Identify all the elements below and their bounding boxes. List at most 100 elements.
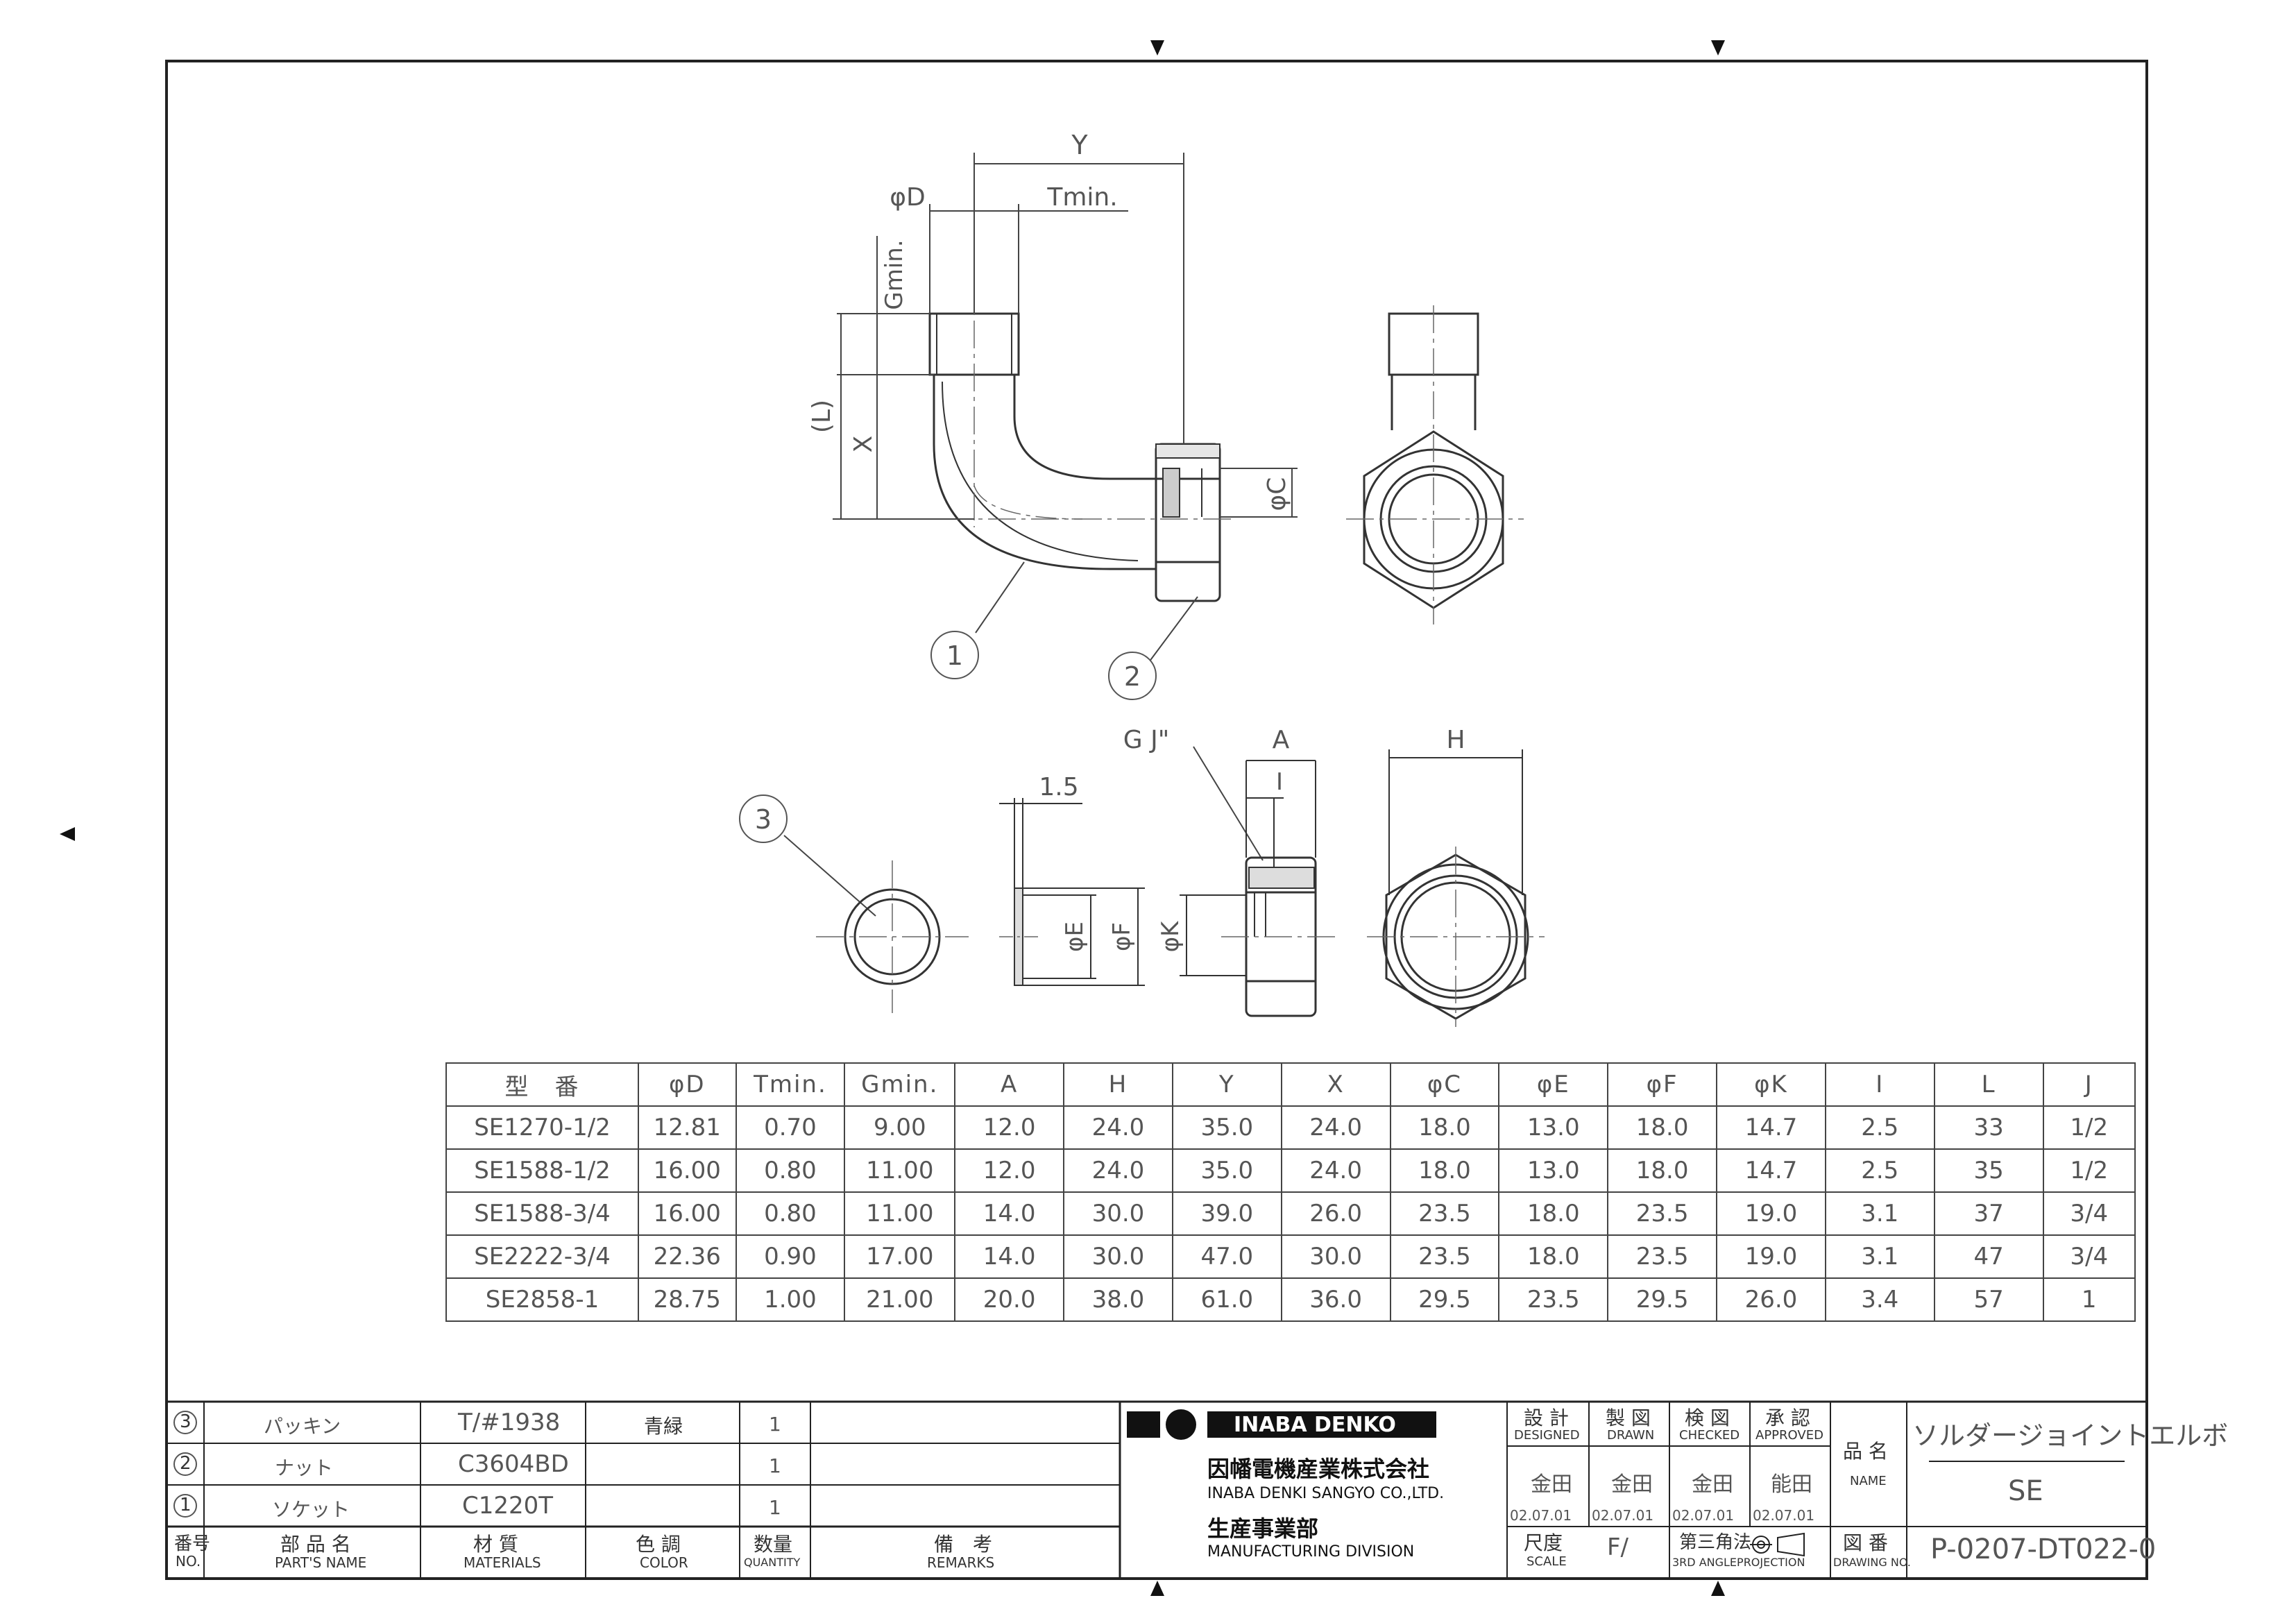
logo-mark bbox=[1166, 1409, 1196, 1440]
table-cell: 24.0 bbox=[1280, 1148, 1391, 1193]
hdr-mat-en: MATERIALS bbox=[464, 1554, 541, 1571]
table-cell: 38.0 bbox=[1063, 1277, 1173, 1322]
col-header: φK bbox=[1716, 1062, 1826, 1107]
model-number-cell: SE1588-3/4 bbox=[445, 1191, 639, 1236]
table-cell: 19.0 bbox=[1716, 1234, 1826, 1279]
logo-black-box bbox=[1127, 1411, 1160, 1438]
table-cell: 26.0 bbox=[1280, 1191, 1391, 1236]
table-cell: 14.0 bbox=[954, 1234, 1065, 1279]
dim-tmin: Tmin. bbox=[1046, 183, 1117, 212]
col-header: J bbox=[2042, 1062, 2136, 1107]
table-cell: 3.1 bbox=[1824, 1191, 1935, 1236]
checked-en: CHECKED bbox=[1679, 1428, 1740, 1443]
row-3-no-circle bbox=[173, 1411, 197, 1434]
table-cell: 24.0 bbox=[1280, 1105, 1391, 1150]
dim-l: (L) bbox=[808, 400, 836, 433]
name-label-jp: 品 名 bbox=[1843, 1440, 1888, 1463]
dim-phid: φD bbox=[890, 183, 925, 212]
col-header: Y bbox=[1171, 1062, 1282, 1107]
designed-date: 02.07.01 bbox=[1510, 1507, 1572, 1524]
checked-date: 02.07.01 bbox=[1672, 1507, 1735, 1524]
dim-y: Y bbox=[1071, 130, 1088, 160]
model-number-cell: SE1270-1/2 bbox=[445, 1105, 639, 1150]
row-1-part-name: ソケット bbox=[272, 1498, 350, 1521]
col-header: φF bbox=[1607, 1062, 1718, 1107]
title-block-grid bbox=[167, 1400, 2147, 1579]
checked-name: 金田 bbox=[1692, 1472, 1733, 1497]
balloon-3-label: 3 bbox=[755, 804, 772, 835]
dim-1-5: 1.5 bbox=[1039, 773, 1078, 801]
table-cell: 23.5 bbox=[1607, 1191, 1718, 1236]
row-1-material: C1220T bbox=[462, 1492, 554, 1520]
hdr-no-jp: 番号 bbox=[174, 1533, 211, 1554]
table-cell: 1/2 bbox=[2042, 1148, 2136, 1193]
division-jp: 生産事業部 bbox=[1207, 1515, 1319, 1542]
projection-symbol bbox=[1750, 1532, 1805, 1557]
table-cell: 14.0 bbox=[954, 1191, 1065, 1236]
row-2-qty: 1 bbox=[769, 1454, 781, 1477]
table-cell: 21.00 bbox=[844, 1277, 956, 1322]
table-cell: 9.00 bbox=[844, 1105, 956, 1150]
table-cell: 18.0 bbox=[1498, 1234, 1609, 1279]
balloon-1 bbox=[930, 631, 979, 679]
packing-section-view bbox=[999, 798, 1145, 986]
row-3-part-name: パッキン bbox=[264, 1415, 341, 1438]
table-cell: 12.81 bbox=[638, 1105, 737, 1150]
approved-name: 能田 bbox=[1771, 1472, 1812, 1497]
center-mark-left bbox=[60, 827, 75, 841]
hdr-no-en: NO. bbox=[176, 1553, 201, 1570]
col-header: X bbox=[1280, 1062, 1391, 1107]
table-cell: 36.0 bbox=[1280, 1277, 1391, 1322]
table-cell: 33 bbox=[1933, 1105, 2044, 1150]
center-mark-top-2 bbox=[1711, 40, 1725, 56]
scale-jp: 尺度 bbox=[1524, 1531, 1563, 1554]
hdr-qty-jp: 数量 bbox=[754, 1533, 793, 1556]
row-2-no-circle bbox=[173, 1452, 197, 1476]
row-3-color: 青緑 bbox=[644, 1415, 683, 1438]
col-header: φD bbox=[638, 1062, 737, 1107]
drawing-no-label-en: DRAWING NO. bbox=[1833, 1556, 1911, 1569]
table-cell: 3/4 bbox=[2042, 1234, 2136, 1279]
table-cell: 18.0 bbox=[1498, 1191, 1609, 1236]
hdr-color-en: COLOR bbox=[640, 1554, 688, 1571]
hdr-name-en: PART'S NAME bbox=[275, 1554, 367, 1571]
col-header: A bbox=[954, 1062, 1065, 1107]
balloon-1-label: 1 bbox=[946, 640, 963, 671]
balloon-2-label: 2 bbox=[1124, 661, 1141, 692]
table-cell: 47.0 bbox=[1171, 1234, 1282, 1279]
col-header: Tmin. bbox=[735, 1062, 846, 1107]
designed-jp: 設 計 bbox=[1524, 1407, 1569, 1429]
row-1-qty: 1 bbox=[769, 1496, 781, 1519]
drawn-en: DRAWN bbox=[1607, 1428, 1655, 1443]
balloon-2 bbox=[1108, 652, 1157, 700]
row-3-no: 3 bbox=[180, 1411, 192, 1432]
dim-phif: φF bbox=[1108, 922, 1136, 951]
table-cell: 29.5 bbox=[1389, 1277, 1500, 1322]
dim-phic: φC bbox=[1263, 477, 1291, 511]
scale-value: F/ bbox=[1607, 1533, 1629, 1561]
table-cell: 16.00 bbox=[638, 1191, 737, 1236]
table-cell: 19.0 bbox=[1716, 1191, 1826, 1236]
designed-en: DESIGNED bbox=[1514, 1428, 1580, 1443]
dim-a: A bbox=[1273, 726, 1290, 754]
hdr-name-jp: 部 品 名 bbox=[280, 1533, 351, 1556]
table-cell: 26.0 bbox=[1716, 1277, 1826, 1322]
row-1-no-circle bbox=[173, 1494, 197, 1518]
projection-jp: 第三角法 bbox=[1679, 1532, 1752, 1553]
hdr-remarks-jp: 備 考 bbox=[934, 1533, 993, 1556]
hdr-qty-en: QUANTITY bbox=[744, 1556, 801, 1569]
table-cell: 24.0 bbox=[1063, 1148, 1173, 1193]
table-cell: 17.00 bbox=[844, 1234, 956, 1279]
center-mark-bottom-1 bbox=[1150, 1581, 1164, 1596]
table-cell: 18.0 bbox=[1607, 1105, 1718, 1150]
table-cell: 18.0 bbox=[1389, 1148, 1500, 1193]
sheet-border bbox=[165, 60, 2148, 1580]
table-cell: 29.5 bbox=[1607, 1277, 1718, 1322]
col-header: 型 番 bbox=[445, 1062, 639, 1107]
approved-en: APPROVED bbox=[1755, 1428, 1823, 1443]
row-1-no: 1 bbox=[180, 1495, 192, 1515]
